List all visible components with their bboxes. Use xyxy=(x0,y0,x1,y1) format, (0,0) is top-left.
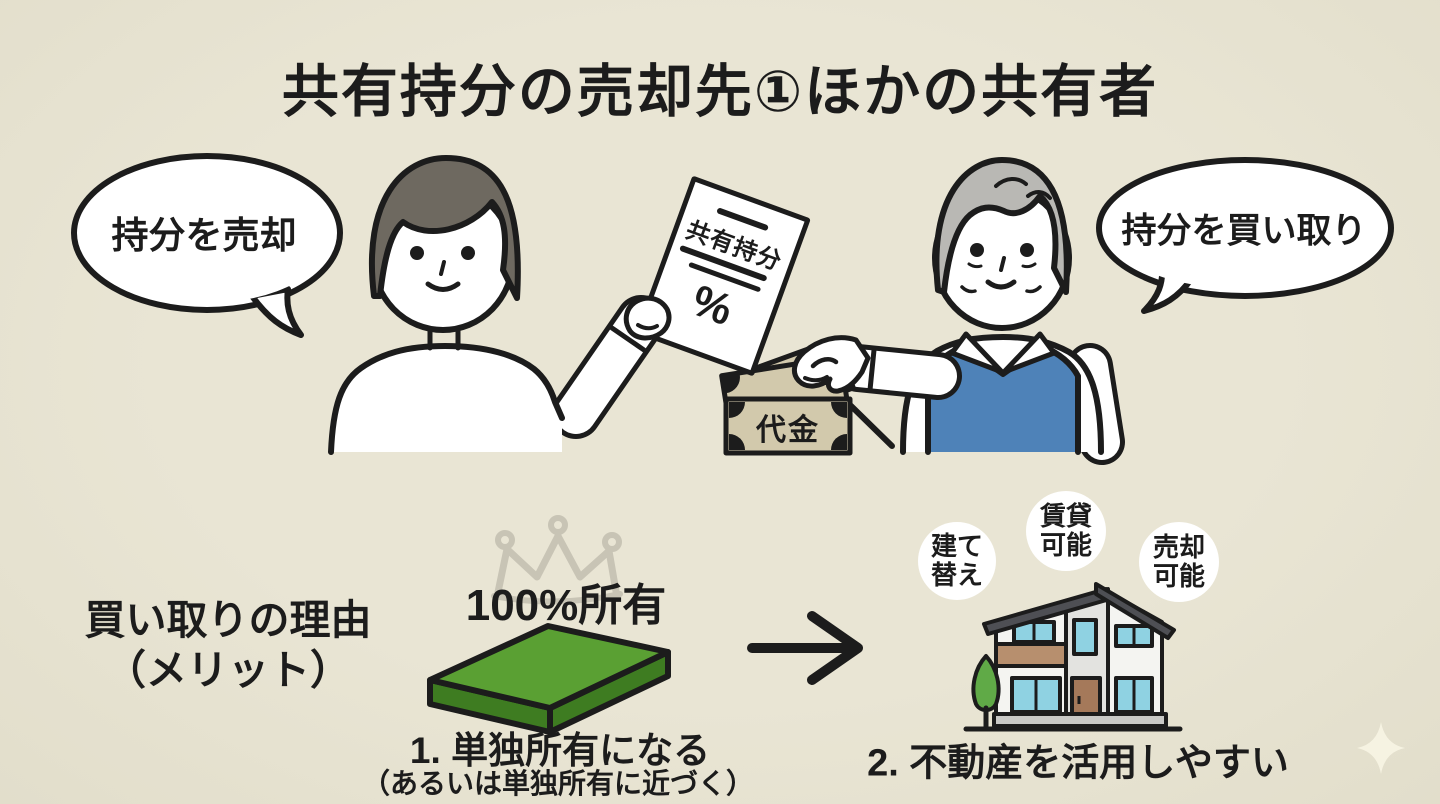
merit-heading-line2: （メリット） xyxy=(105,647,351,693)
seller-bubble-label: 持分を売却 xyxy=(111,215,297,256)
seller-hair xyxy=(368,155,521,301)
buyer-figure xyxy=(834,157,1125,465)
seller-figure xyxy=(328,155,666,455)
buyer-speech-bubble xyxy=(1096,157,1394,314)
ownership-label: 100%所有 xyxy=(465,581,667,630)
crown-icon xyxy=(491,515,623,605)
merit-heading: 買い取りの理由 （メリット） xyxy=(85,595,372,695)
reason1-note: （あるいは単独所有に近づく） xyxy=(361,768,755,799)
tag-sellable: 売却 可能 xyxy=(1152,531,1205,591)
house-icon xyxy=(963,582,1183,732)
buyer-vest xyxy=(928,346,1078,452)
tag-rentable: 賃貸 可能 xyxy=(1039,500,1092,560)
merit-heading-line1: 買い取りの理由 xyxy=(84,596,372,643)
tag-rebuild: 建て 替え xyxy=(930,530,983,590)
merit-tag-circles xyxy=(918,491,1219,602)
reason1-title: 1. 単独所有になる xyxy=(409,730,711,771)
land-plot-icon xyxy=(427,623,671,735)
seller-speech-bubble xyxy=(71,153,343,338)
right-arrow-icon xyxy=(747,611,863,685)
money-label: 代金 xyxy=(756,414,820,447)
sparkle-icon xyxy=(1357,722,1405,774)
reason2-title: 2. 不動産を活用しやすい xyxy=(867,742,1289,785)
page-title: 共有持分の売却先①ほかの共有者 xyxy=(281,60,1159,124)
buyer-bubble-label: 持分を買い取り xyxy=(1121,211,1367,251)
